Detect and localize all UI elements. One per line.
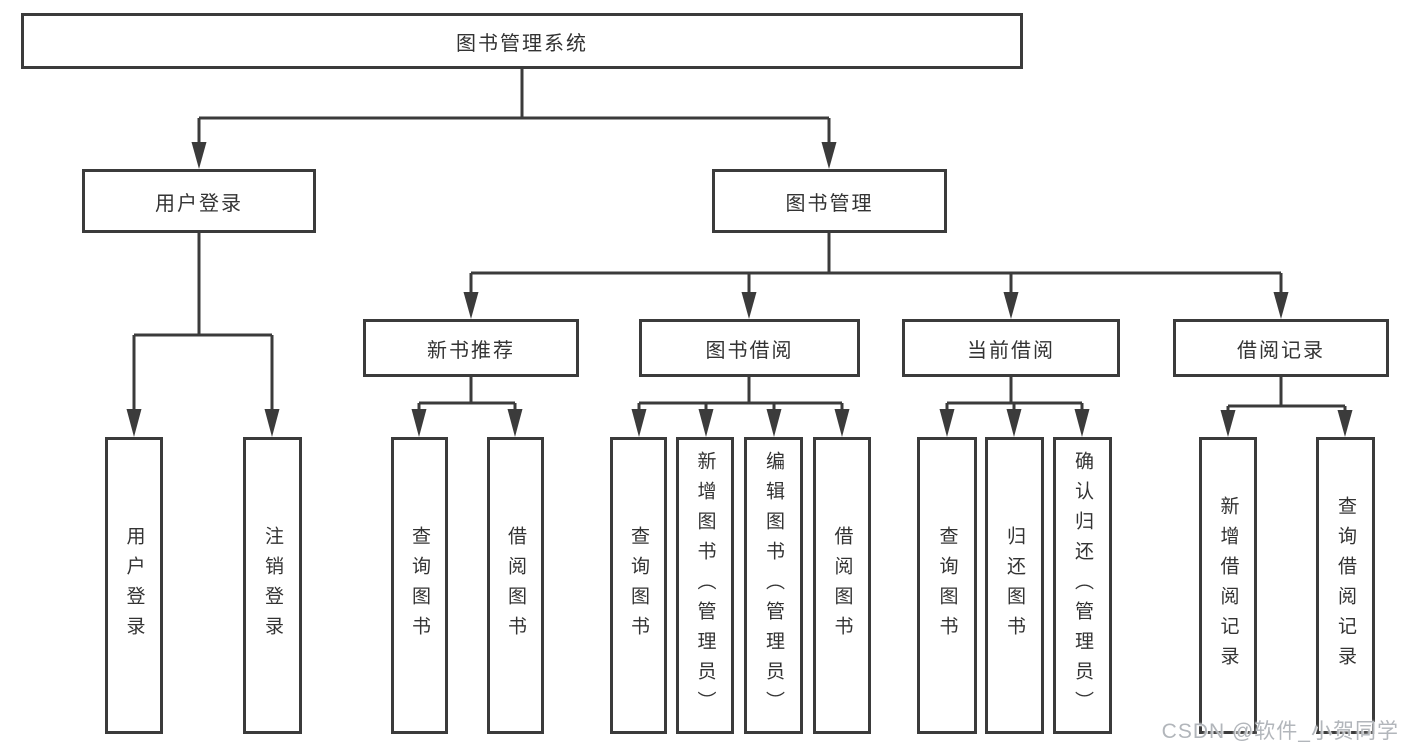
leaf-add-borrow-record: 新增借阅记录 [1199, 437, 1257, 734]
leaf-return-books: 归还图书 [985, 437, 1044, 734]
leaf-add-book-admin: 新增图书（管理员） [676, 437, 734, 734]
leaf-query-books-borrow: 查询图书 [610, 437, 667, 734]
node-label: 查询图书 [409, 525, 430, 646]
node-book-borrow: 图书借阅 [639, 319, 860, 377]
csdn-watermark: CSDN @软件_小贺同学 [1161, 720, 1399, 743]
node-label: 新书推荐 [427, 339, 515, 362]
node-current-borrow: 当前借阅 [902, 319, 1120, 377]
node-label: 查询图书 [628, 525, 649, 646]
leaf-query-books-current: 查询图书 [917, 437, 977, 734]
node-label: 用户登录 [155, 192, 243, 215]
leaf-confirm-return-admin: 确认归还（管理员） [1053, 437, 1112, 734]
node-library-management-system: 图书管理系统 [21, 13, 1023, 69]
node-user-login: 用户登录 [82, 169, 316, 233]
node-label: 查询图书 [936, 525, 958, 646]
node-label: 查询借阅记录 [1335, 495, 1356, 676]
node-label: 用户登录 [123, 525, 145, 646]
node-label: 注销登录 [262, 525, 283, 646]
node-label: 当前借阅 [967, 339, 1055, 362]
node-label: 借阅记录 [1237, 339, 1325, 362]
node-label: 新增借阅记录 [1217, 495, 1239, 676]
node-label: 图书管理 [785, 192, 874, 215]
leaf-edit-book-admin: 编辑图书（管理员） [744, 437, 803, 734]
node-label: 编辑图书（管理员） [763, 450, 784, 721]
node-label: 借阅图书 [831, 525, 853, 646]
node-new-book-recommend: 新书推荐 [363, 319, 579, 377]
leaf-query-books-recommend: 查询图书 [391, 437, 448, 734]
node-label: 归还图书 [1004, 525, 1025, 646]
leaf-borrow-books: 借阅图书 [813, 437, 871, 734]
node-label: 图书管理系统 [456, 32, 588, 55]
leaf-query-borrow-record: 查询借阅记录 [1316, 437, 1375, 734]
node-label: 图书借阅 [705, 339, 794, 362]
leaf-logout: 注销登录 [243, 437, 302, 734]
node-label: 新增图书（管理员） [694, 450, 716, 721]
node-label: 借阅图书 [505, 525, 526, 646]
leaf-user-login: 用户登录 [105, 437, 163, 734]
node-borrow-records: 借阅记录 [1173, 319, 1389, 377]
node-book-management: 图书管理 [712, 169, 947, 233]
leaf-borrow-books-recommend: 借阅图书 [487, 437, 544, 734]
node-label: 确认归还（管理员） [1072, 450, 1093, 721]
